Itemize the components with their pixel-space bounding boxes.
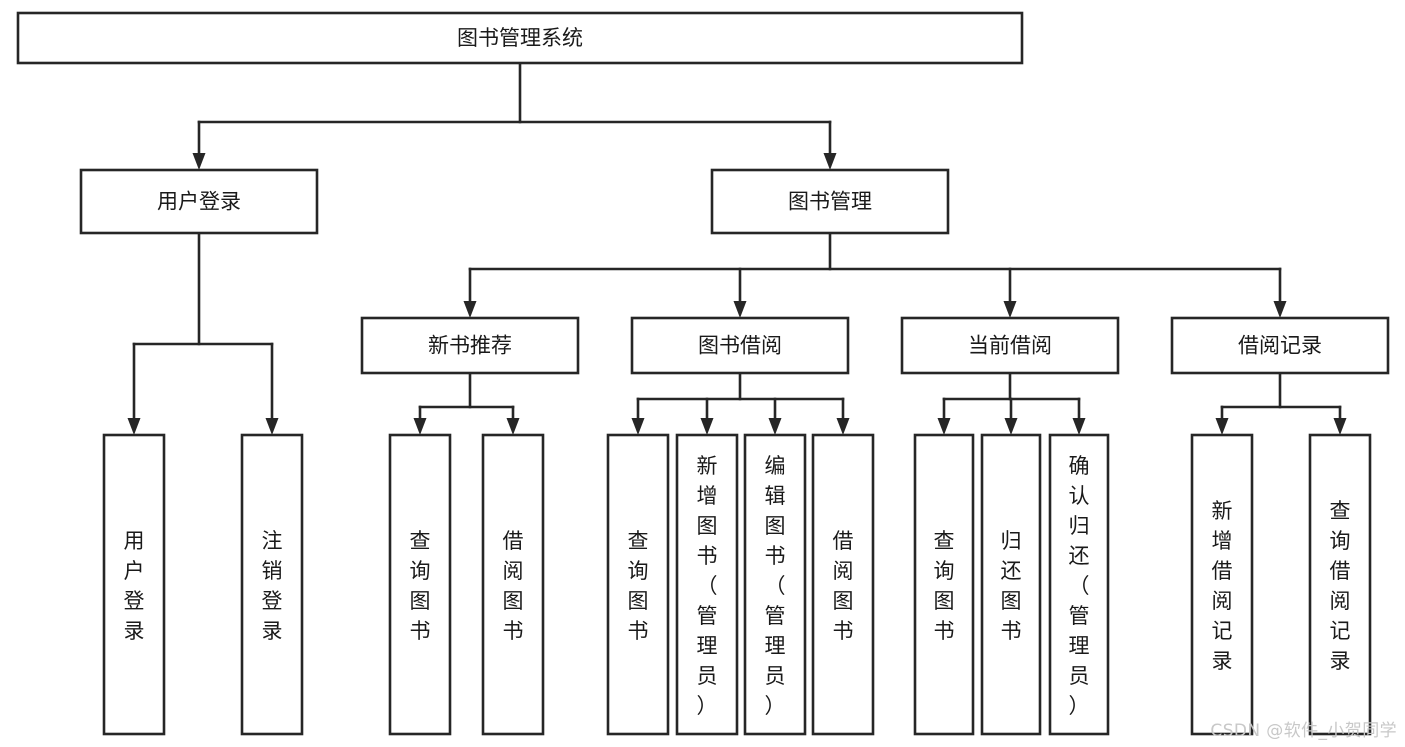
node-label: 用户登录 [124,529,145,643]
node-leaf-user-logout[interactable]: 注销登录 [240,433,304,736]
edge-arrowhead [768,418,782,435]
edge-arrowhead [937,418,951,435]
node-box[interactable] [630,316,850,375]
node-label: 借阅图书 [833,529,854,643]
node-label: 图书管理系统 [457,26,583,50]
node-box[interactable] [743,433,807,736]
edge-arrowhead [1003,301,1017,318]
node-leaf-borrow-book-1[interactable]: 借阅图书 [481,433,545,736]
node-label: 查询借阅记录 [1330,499,1351,673]
edge-group [937,371,1086,435]
node-box[interactable] [16,11,1024,65]
node-borrow-record[interactable]: 借阅记录 [1170,316,1390,375]
edge-arrowhead [463,301,477,318]
node-label: 当前借阅 [968,334,1052,358]
edge-group [127,231,279,435]
edge-group [192,61,837,170]
node-root[interactable]: 图书管理系统 [16,11,1024,65]
node-leaf-user-login[interactable]: 用户登录 [102,433,166,736]
node-leaf-confirm-return[interactable]: 确认归还（管理员） [1048,433,1110,736]
edge-group [631,371,850,435]
node-leaf-add-record[interactable]: 新增借阅记录 [1190,433,1254,736]
node-book-borrow[interactable]: 图书借阅 [630,316,850,375]
node-leaf-query-record[interactable]: 查询借阅记录 [1308,433,1372,736]
node-label: 新书推荐 [428,334,512,358]
node-label: 确认归还（管理员） [1069,454,1090,718]
node-layer: 图书管理系统用户登录图书管理新书推荐图书借阅当前借阅借阅记录用户登录注销登录查询… [16,11,1390,736]
edge-group [1215,371,1347,435]
node-box[interactable] [675,433,739,736]
node-label: 新增图书（管理员） [697,454,718,718]
edge-arrowhead [413,418,427,435]
edge-arrowhead [700,418,714,435]
node-leaf-query-book-1[interactable]: 查询图书 [388,433,452,736]
edge-group [463,231,1287,318]
node-box[interactable] [1170,316,1390,375]
node-label: 注销登录 [262,529,283,643]
node-box[interactable] [102,433,166,736]
edge-arrowhead [1072,418,1086,435]
node-box[interactable] [1190,433,1254,736]
node-label: 图书管理 [788,190,872,214]
node-box[interactable] [240,433,304,736]
edge-arrowhead [506,418,520,435]
node-box[interactable] [980,433,1042,736]
node-label: 编辑图书（管理员） [765,454,786,718]
node-leaf-query-book-2[interactable]: 查询图书 [606,433,670,736]
node-label: 查询图书 [934,529,955,643]
node-leaf-add-book[interactable]: 新增图书（管理员） [675,433,739,736]
node-box[interactable] [811,433,875,736]
node-user-login[interactable]: 用户登录 [79,168,319,235]
edge-arrowhead [631,418,645,435]
node-book-manage[interactable]: 图书管理 [710,168,950,235]
edge-group [413,371,520,435]
node-label: 用户登录 [157,190,241,214]
node-leaf-edit-book[interactable]: 编辑图书（管理员） [743,433,807,736]
edge-arrowhead [192,153,206,170]
node-label: 查询图书 [628,529,649,643]
edge-arrowhead [127,418,141,435]
node-box[interactable] [913,433,975,736]
edge-arrowhead [1215,418,1229,435]
node-current-borrow[interactable]: 当前借阅 [900,316,1120,375]
node-label: 借阅记录 [1238,334,1322,358]
node-label: 图书借阅 [698,334,782,358]
edge-arrowhead [265,418,279,435]
node-box[interactable] [360,316,580,375]
node-box[interactable] [79,168,319,235]
node-leaf-query-book-3[interactable]: 查询图书 [913,433,975,736]
node-box[interactable] [900,316,1120,375]
node-new-book-recommend[interactable]: 新书推荐 [360,316,580,375]
node-leaf-return-book[interactable]: 归还图书 [980,433,1042,736]
edge-arrowhead [1004,418,1018,435]
node-box[interactable] [710,168,950,235]
edge-arrowhead [1273,301,1287,318]
edge-arrowhead [836,418,850,435]
edge-arrowhead [823,153,837,170]
node-label: 查询图书 [410,529,431,643]
node-box[interactable] [1308,433,1372,736]
connector-layer [127,61,1347,435]
node-leaf-borrow-book-2[interactable]: 借阅图书 [811,433,875,736]
node-box[interactable] [388,433,452,736]
node-box[interactable] [481,433,545,736]
edge-arrowhead [1333,418,1347,435]
node-label: 新增借阅记录 [1212,499,1233,673]
node-label: 借阅图书 [503,529,524,643]
edge-arrowhead [733,301,747,318]
node-box[interactable] [1048,433,1110,736]
node-box[interactable] [606,433,670,736]
node-label: 归还图书 [1001,529,1022,643]
